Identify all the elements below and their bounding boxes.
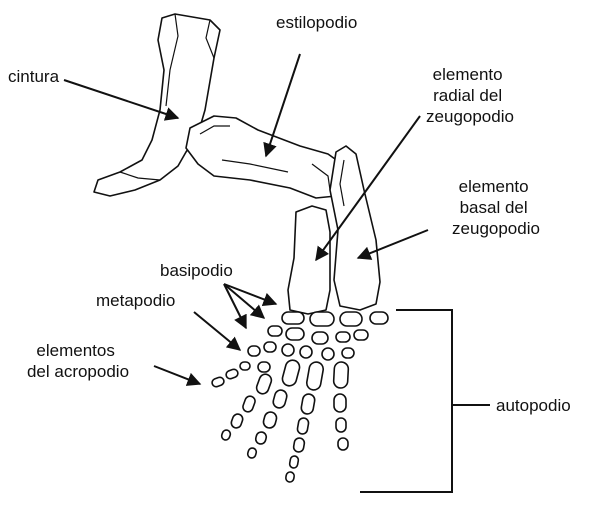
label-metapodio: metapodio: [96, 291, 175, 310]
label-basal: elemento basal del zeugopodio: [452, 177, 540, 238]
basipod-bones: [268, 312, 388, 344]
acropod-bones: [211, 359, 349, 483]
label-radial: elemento radial del zeugopodio: [426, 65, 514, 126]
basal-zeugopod-bone: [330, 146, 380, 310]
label-basipodio: basipodio: [160, 261, 233, 280]
autopod-bracket: [360, 310, 490, 492]
label-estilopodio: estilopodio: [276, 13, 357, 32]
label-cintura: cintura: [8, 67, 60, 86]
stylopod-bone: [186, 116, 344, 198]
label-autopodio: autopodio: [496, 396, 571, 415]
girdle-bone: [94, 14, 220, 196]
label-acropodio: elementos del acropodio: [27, 341, 129, 381]
radial-zeugopod-bone: [288, 206, 330, 314]
annotation-arrows: [64, 54, 428, 384]
